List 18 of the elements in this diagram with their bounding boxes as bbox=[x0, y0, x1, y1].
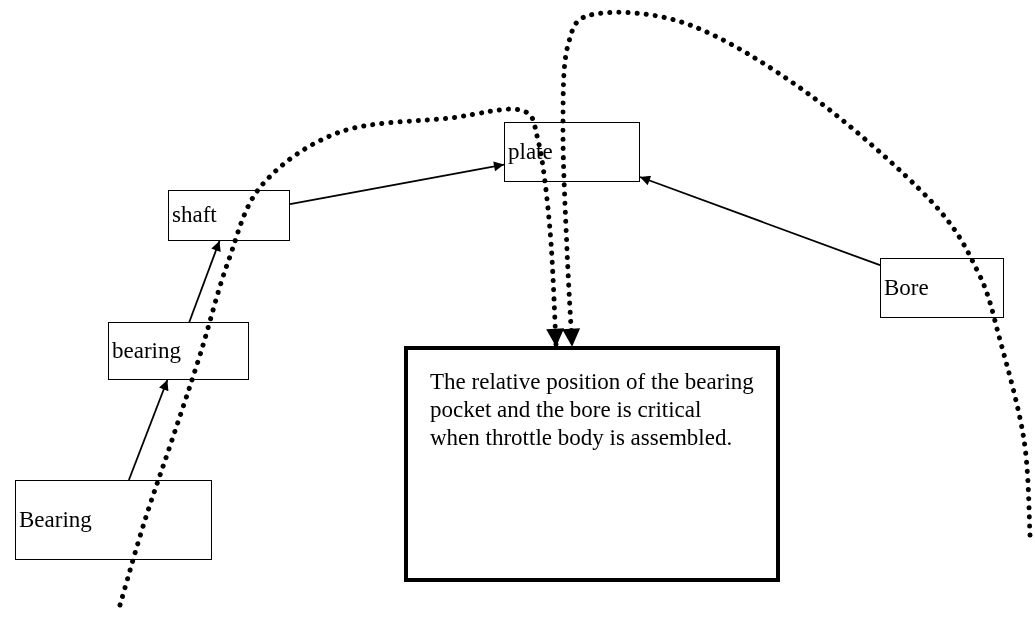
arrow bbox=[289, 161, 505, 206]
note-text: The relative position of the bearing pocket and the bore is critical when throttle body is assembled. bbox=[430, 368, 754, 453]
component-label: shaft bbox=[172, 201, 217, 230]
note-box bbox=[404, 346, 780, 582]
component-box bbox=[168, 190, 290, 241]
component-label: plate bbox=[508, 137, 553, 166]
arrow bbox=[127, 379, 169, 481]
dotted-arrow bbox=[117, 106, 565, 608]
component-box bbox=[15, 480, 212, 560]
component-box bbox=[880, 258, 1004, 318]
dotted-arrow bbox=[560, 9, 1033, 538]
arrow bbox=[639, 175, 881, 267]
component-label: bearing bbox=[112, 336, 181, 365]
component-box bbox=[108, 322, 249, 380]
component-label: Bearing bbox=[19, 505, 92, 534]
component-label: Bore bbox=[884, 273, 929, 302]
component-box bbox=[504, 122, 640, 182]
arrow bbox=[188, 240, 221, 323]
